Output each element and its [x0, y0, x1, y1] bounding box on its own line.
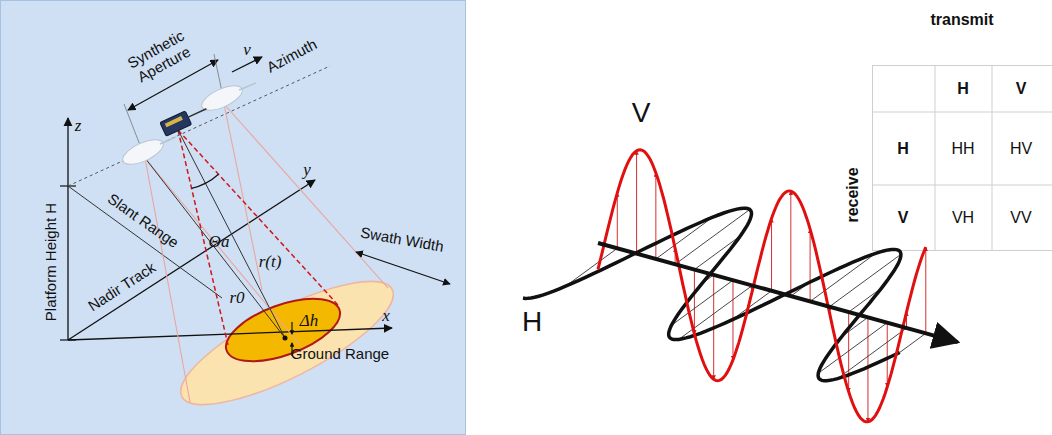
field-vector [810, 229, 811, 301]
field-vector [848, 312, 849, 392]
dh-arrow [291, 322, 292, 334]
beam-lines [178, 130, 338, 345]
v-wave [598, 150, 926, 422]
polarization-wave [523, 150, 958, 422]
satellite-ghost [198, 81, 256, 116]
table-grid [872, 65, 1052, 251]
beam-angle-arc [192, 174, 219, 188]
field-vector [790, 191, 791, 296]
dimension-label: Swath Width [359, 225, 445, 256]
range-label: r0 [229, 289, 244, 308]
field-vector [694, 270, 695, 334]
h-wave [523, 208, 901, 381]
axis-label: Ground Range [291, 346, 389, 363]
target-point [283, 336, 288, 341]
range-line [178, 130, 285, 338]
x-axis [68, 328, 392, 340]
axis-label: y [303, 161, 311, 180]
field-vector [771, 218, 772, 290]
table-cell: HH [951, 140, 974, 158]
velocity-label: v [243, 41, 251, 60]
extension-line [124, 104, 140, 145]
y-axis [68, 180, 315, 340]
table-heading: transmit [930, 11, 993, 29]
axis-label: z [75, 117, 82, 136]
field-vector [655, 173, 656, 259]
line-label: Slant Range [104, 191, 181, 252]
propagation-axis [598, 243, 958, 342]
height-tick [60, 339, 76, 340]
velocity-arrow [232, 57, 262, 72]
z-axis [67, 118, 68, 340]
table-cell: H [957, 80, 969, 98]
table-cell: VH [952, 209, 974, 227]
table-cell: VV [1010, 209, 1031, 227]
field-vector [925, 247, 926, 333]
field-vector [829, 254, 901, 306]
polarization-label: V [632, 98, 651, 129]
satellite-ghost [119, 135, 176, 170]
panel-ground [1, 1, 466, 435]
height-label: Δh [300, 312, 318, 331]
field-vector [636, 151, 637, 254]
satellite [160, 102, 210, 136]
extension-line [214, 54, 222, 92]
swath-dimension [356, 252, 450, 284]
field-vector [867, 317, 868, 421]
flight-track [68, 66, 330, 186]
polarization-label: H [522, 307, 542, 338]
table-cell: H [897, 140, 909, 158]
field-vector [818, 323, 887, 374]
angle-label: Θa [209, 233, 230, 252]
line-label: Nadir Track [85, 259, 158, 315]
range-label: r(t) [259, 253, 282, 272]
axis-label: x [382, 307, 390, 326]
field-vector [617, 193, 618, 249]
dimension-label: Synthetic Aperture [116, 23, 204, 92]
field-vector [671, 280, 733, 325]
table-cell: V [1016, 80, 1027, 98]
axis-label: Azimuth [264, 36, 320, 76]
dimension-label: Platform Height H [43, 203, 60, 321]
table-cell: HV [1010, 140, 1032, 158]
closest-range-line [145, 158, 285, 338]
field-vector [887, 323, 888, 387]
table-heading: receive [844, 167, 862, 222]
table-cell: V [898, 209, 909, 227]
field-vector [900, 333, 926, 352]
